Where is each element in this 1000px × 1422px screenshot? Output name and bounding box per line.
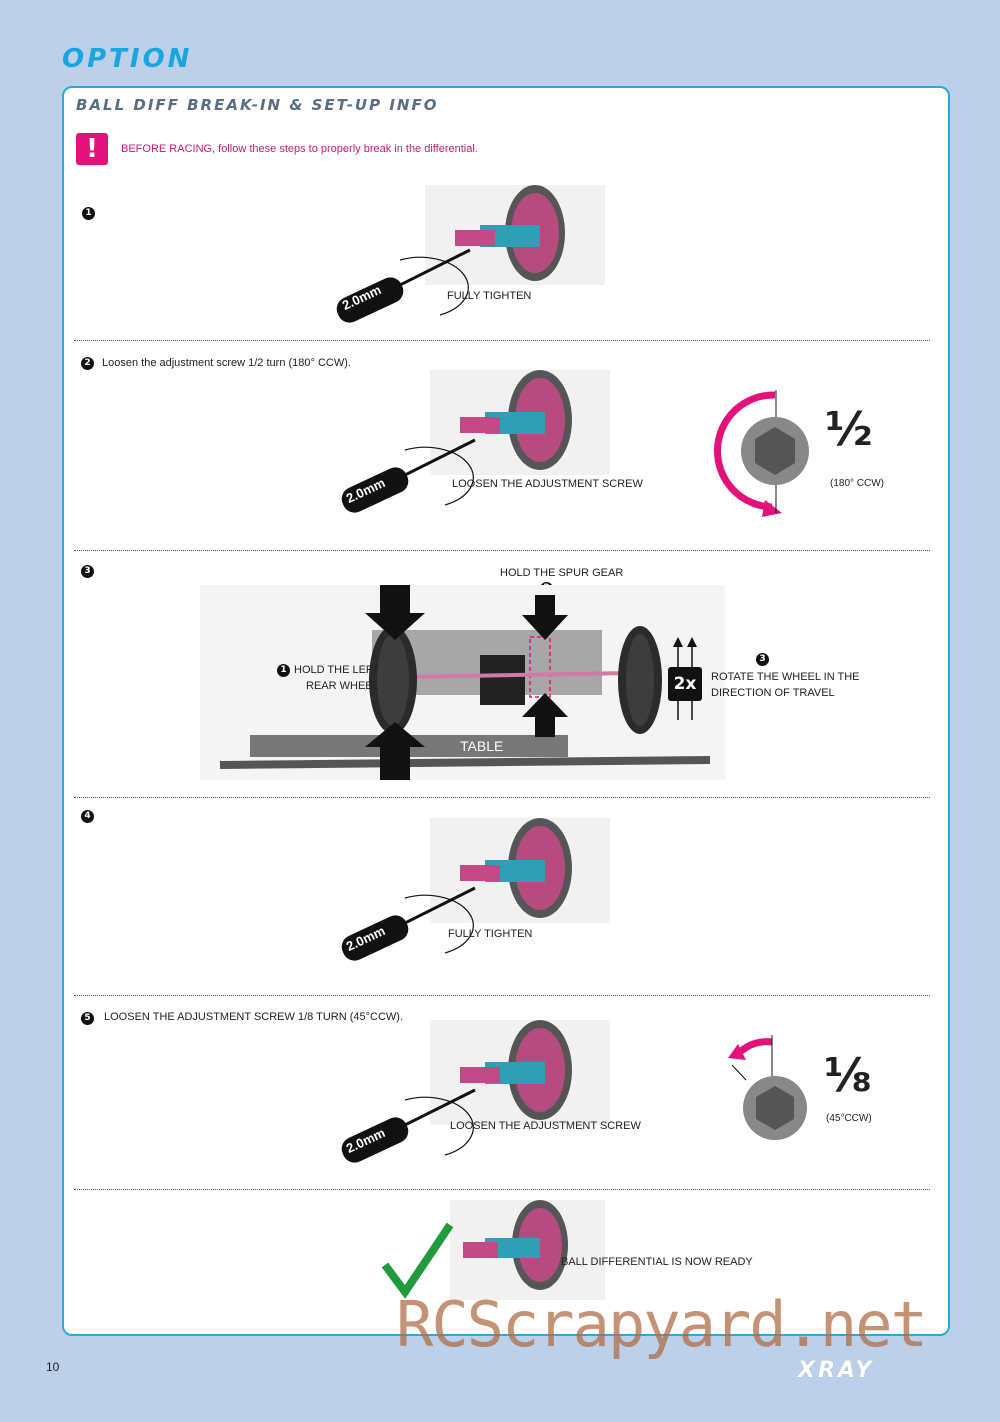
spur-gear-label: HOLD THE SPUR GEAR: [500, 567, 624, 579]
step-5-number: 5: [81, 1012, 94, 1025]
half-angle: (180° CCW): [830, 478, 885, 489]
step-2-label: LOOSEN THE ADJUSTMENT SCREW: [452, 478, 643, 490]
step-2-number: 2: [81, 357, 94, 370]
left-wheel-label-1: HOLD THE LEFT: [294, 664, 380, 676]
step-1-diff-illustration: [336, 185, 605, 323]
step-5-label: LOOSEN THE ADJUSTMENT SCREW: [450, 1120, 641, 1132]
rotate-wheel-label-2: DIRECTION OF TRAVEL: [711, 687, 835, 699]
brand-logo: XRAY: [798, 1358, 875, 1383]
divider-3: [74, 797, 930, 798]
check-icon: [381, 1222, 454, 1299]
step-1-label: FULLY TIGHTEN: [447, 290, 532, 302]
eighth-angle: (45°CCW): [826, 1113, 872, 1124]
divider-1: [74, 340, 930, 341]
step-4-diff-illustration: [341, 818, 610, 961]
final-label: BALL DIFFERENTIAL IS NOW READY: [561, 1256, 753, 1268]
two-times-badge: 2x: [668, 667, 702, 701]
eighth-fraction: ⅛: [824, 1048, 872, 1102]
rotate-wheel-label-1: ROTATE THE WHEEL IN THE: [711, 671, 860, 683]
step-5-diff-illustration: [341, 1020, 610, 1163]
divider-2: [74, 550, 930, 551]
watermark: RCScrapyard.net: [396, 1288, 928, 1361]
car-on-table-illustration: [200, 585, 725, 780]
step-2-text: Loosen the adjustment screw 1/2 turn (18…: [102, 357, 351, 369]
half-turn-hex-icon: [714, 390, 809, 517]
step-2-diff-illustration: [341, 370, 610, 513]
step-4-label: FULLY TIGHTEN: [448, 928, 533, 940]
step-1-number: 1: [82, 207, 95, 220]
divider-5: [74, 1189, 930, 1190]
divider-4: [74, 995, 930, 996]
warning-icon: !: [76, 133, 108, 165]
half-fraction: ½: [825, 402, 873, 456]
left-wheel-label-2: REAR WHEEL: [306, 680, 379, 692]
warning-text: BEFORE RACING, follow these steps to pro…: [121, 143, 478, 155]
step-4-number: 4: [81, 810, 94, 823]
step-5-text: LOOSEN THE ADJUSTMENT SCREW 1/8 TURN (45…: [104, 1011, 403, 1023]
eighth-turn-hex-icon: [728, 1035, 807, 1140]
table-label: TABLE: [460, 738, 504, 754]
warning-symbol: !: [86, 134, 98, 164]
left-wheel-number: 1: [277, 664, 290, 677]
section-title: BALL DIFF BREAK-IN & SET-UP INFO: [76, 96, 439, 114]
rotate-wheel-number: 3: [756, 653, 769, 666]
page-header-title: OPTION: [62, 44, 193, 74]
final-diff-illustration: [381, 1200, 605, 1300]
step-3-number: 3: [81, 565, 94, 578]
page-number: 10: [46, 1360, 60, 1374]
